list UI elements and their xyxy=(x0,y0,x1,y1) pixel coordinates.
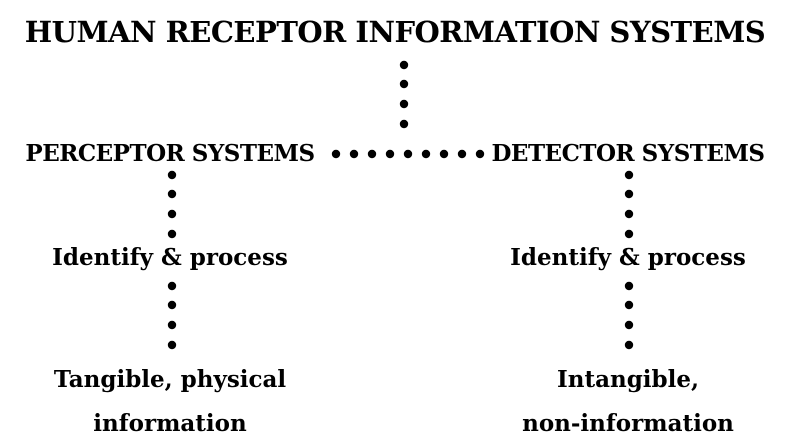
connector-dot xyxy=(624,320,634,330)
connector-dot xyxy=(167,229,177,239)
connector-dot xyxy=(421,149,431,159)
connector-dot xyxy=(349,149,359,159)
connector-dot xyxy=(167,170,177,180)
connector-dot xyxy=(624,281,634,291)
perceptor-result: Tangible, physical information xyxy=(54,358,286,446)
connector-dot xyxy=(385,149,395,159)
detector-identify-process: Identify & process xyxy=(510,244,746,271)
connector-dot xyxy=(167,209,177,219)
connector-dot xyxy=(475,149,485,159)
connector-dot xyxy=(367,149,377,159)
connector-dot xyxy=(331,149,341,159)
connector-dot xyxy=(403,149,413,159)
connector-dot xyxy=(167,320,177,330)
connector-dot xyxy=(624,340,634,350)
perceptor-systems-heading: PERCEPTOR SYSTEMS xyxy=(25,140,315,167)
connector-dot xyxy=(167,300,177,310)
connector-dot xyxy=(624,189,634,199)
perceptor-identify-process: Identify & process xyxy=(52,244,288,271)
connector-dot xyxy=(167,189,177,199)
connector-dot xyxy=(624,229,634,239)
perceptor-result-line2: information xyxy=(93,410,247,437)
connector-dot xyxy=(399,119,409,129)
connector-dot xyxy=(167,340,177,350)
connector-dot xyxy=(439,149,449,159)
connector-dot xyxy=(167,281,177,291)
detector-result-line2: non-information xyxy=(522,410,734,437)
detector-result-line1: Intangible, xyxy=(556,366,699,393)
connector-dot xyxy=(624,300,634,310)
detector-result: Intangible, non-information xyxy=(522,358,734,446)
connector-dot xyxy=(399,60,409,70)
diagram-title: HUMAN RECEPTOR INFORMATION SYSTEMS xyxy=(24,15,766,49)
detector-systems-heading: DETECTOR SYSTEMS xyxy=(491,140,765,167)
connector-dot xyxy=(399,79,409,89)
connector-dot xyxy=(624,209,634,219)
connector-dot xyxy=(624,170,634,180)
perceptor-result-line1: Tangible, physical xyxy=(53,366,287,393)
connector-dot xyxy=(457,149,467,159)
connector-dot xyxy=(399,99,409,109)
